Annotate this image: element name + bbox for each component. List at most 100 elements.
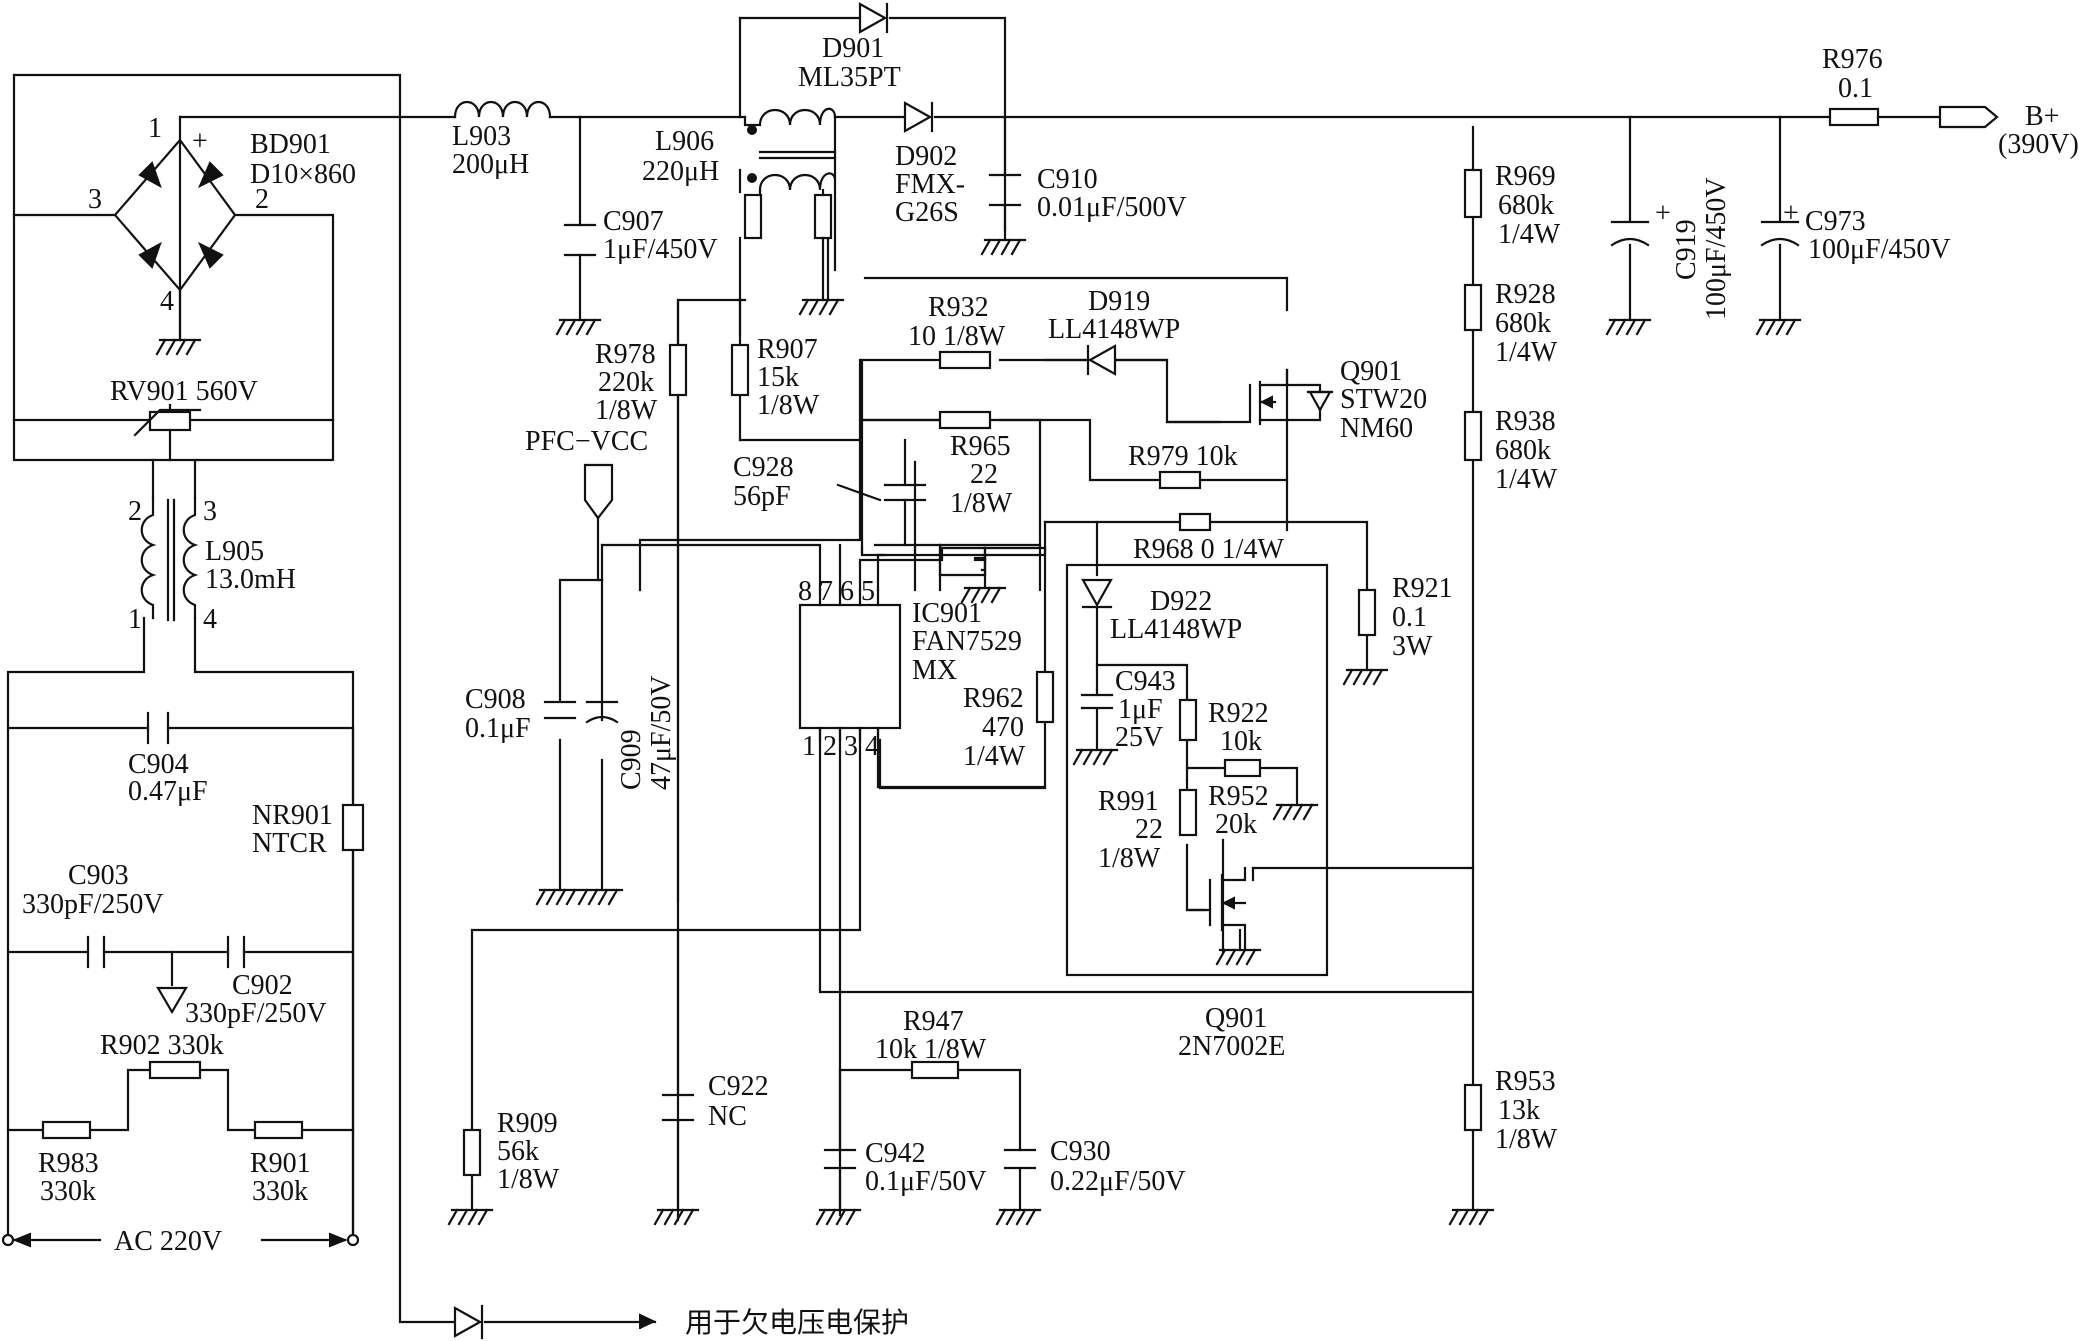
ground-icon — [577, 888, 624, 906]
resistor-r907 — [730, 343, 750, 397]
r909-power: 1/8W — [497, 1164, 560, 1195]
r928-value: 680k — [1495, 308, 1551, 339]
q901-main-value2: NM60 — [1340, 413, 1413, 444]
b-plus-label: B+ — [2025, 101, 2059, 132]
capacitor-c922 — [661, 1093, 695, 1122]
ic901-fan7529 — [798, 603, 902, 730]
c909-value: 47μF/50V — [646, 675, 677, 790]
bridge-rectifier-bd901 — [113, 138, 237, 342]
l905-value: 13.0mH — [205, 564, 296, 595]
bd901-plus: + — [192, 126, 208, 157]
r901-ref: R901 — [250, 1148, 311, 1179]
varistor-rv901 — [133, 408, 202, 437]
r932-ref: R932 — [928, 292, 989, 323]
l905-pin1: 1 — [128, 604, 142, 635]
nr901-ref: NR901 — [252, 800, 333, 831]
diode-uv-protection — [453, 1304, 484, 1340]
r991-ref: R991 — [1098, 786, 1159, 817]
protection-sub-box — [1065, 563, 1329, 977]
q901-small-ref: Q901 — [1205, 1003, 1267, 1034]
r965-ref: R965 — [950, 431, 1011, 462]
c909-ref: C909 — [616, 729, 647, 790]
bd901-pin1: 1 — [148, 113, 162, 144]
b-plus-voltage: (390V) — [1998, 129, 2079, 160]
l906-value: 220μH — [642, 156, 719, 187]
l905-pin3: 3 — [203, 496, 217, 527]
c942-value: 0.1μF/50V — [865, 1166, 987, 1197]
d902-value1: FMX- — [895, 169, 965, 200]
r969-ref: R969 — [1495, 161, 1556, 192]
r922-value: 10k — [1220, 726, 1262, 757]
labels: 1 + 3 2 4 BD901 D10×860 RV901 560V 2 3 1… — [22, 33, 2079, 1339]
r969-power: 1/4W — [1498, 219, 1561, 250]
c908-value: 0.1μF — [465, 713, 531, 744]
mosfet-q901-2n7002e — [1185, 866, 1247, 952]
r907-ref: R907 — [757, 334, 818, 365]
b-plus-terminal — [1938, 105, 1999, 129]
ac-terminal-left — [1, 1233, 15, 1247]
c943-voltage: 25V — [1115, 722, 1163, 753]
r947-ref: R947 — [903, 1006, 964, 1037]
bd901-pin4: 4 — [160, 286, 174, 317]
resistor-r928 — [1463, 283, 1483, 332]
r909-value: 56k — [497, 1136, 539, 1167]
d919-ref: D919 — [1088, 286, 1150, 317]
capacitor-c930 — [1003, 1148, 1037, 1170]
resistor-r938 — [1463, 410, 1483, 462]
ic901-pins-top: 8 7 6 5 — [798, 576, 875, 607]
r952-value: 20k — [1215, 809, 1257, 840]
resistor-r968 — [1178, 512, 1212, 532]
capacitor-c928 — [836, 438, 927, 547]
r962-value: 470 — [982, 712, 1024, 743]
r991-power: 1/8W — [1098, 843, 1161, 874]
c910-ref: C910 — [1037, 164, 1098, 195]
c942-ref: C942 — [865, 1138, 926, 1169]
q901-main-value1: STW20 — [1340, 384, 1427, 415]
r928-ref: R928 — [1495, 279, 1556, 310]
mosfet-q901-stw20nm60 — [1165, 368, 1334, 426]
bd901-value: D10×860 — [250, 159, 356, 190]
d902-value2: G26S — [895, 197, 959, 228]
rv901-label: RV901 560V — [110, 376, 258, 407]
r978-power: 1/8W — [595, 395, 658, 426]
r983-value: 330k — [40, 1176, 96, 1207]
r979-label: R979 10k — [1128, 441, 1238, 472]
ground-icon — [555, 318, 602, 336]
c930-value: 0.22μF/50V — [1050, 1166, 1186, 1197]
choke-l905 — [140, 496, 199, 622]
resistor-r979 — [1158, 470, 1202, 490]
capacitor-c904 — [146, 711, 170, 745]
q901-small-value: 2N7002E — [1178, 1031, 1285, 1062]
capacitor-c919 — [1610, 220, 1650, 247]
l905-ref: L905 — [205, 536, 264, 567]
c973-plus: + — [1783, 198, 1799, 229]
d922-value: LL4148WP — [1110, 614, 1242, 645]
resistor-r922 — [1178, 698, 1198, 742]
resistor-r965 — [938, 410, 992, 430]
r968-label: R968 0 1/4W — [1133, 534, 1284, 565]
resistor-r921 — [1357, 588, 1377, 637]
ground-icon — [1072, 748, 1119, 766]
resistor-r976 — [1828, 107, 1880, 127]
c973-ref: C973 — [1805, 206, 1866, 237]
resistor-r932 — [938, 350, 992, 370]
resistor-r909 — [462, 1128, 482, 1177]
ground-icon — [995, 1208, 1042, 1226]
c919-plus: + — [1655, 198, 1671, 229]
r938-power: 1/4W — [1495, 464, 1558, 495]
capacitor-c907 — [563, 223, 597, 257]
r938-ref: R938 — [1495, 406, 1556, 437]
r965-value: 22 — [970, 459, 998, 490]
ground-icon — [1215, 948, 1262, 966]
ground-icon — [960, 586, 1007, 604]
ground-icon — [1755, 318, 1802, 336]
resistor-r953 — [1463, 1083, 1483, 1132]
r947-value: 10k 1/8W — [875, 1034, 987, 1065]
nr901-value: NTCR — [252, 828, 327, 859]
r991-value: 22 — [1135, 814, 1163, 845]
resistor-r969 — [1463, 168, 1483, 219]
c922-value: NC — [708, 1101, 747, 1132]
r953-value: 13k — [1498, 1095, 1540, 1126]
c922-ref: C922 — [708, 1071, 769, 1102]
capacitor-c908 — [543, 700, 577, 720]
